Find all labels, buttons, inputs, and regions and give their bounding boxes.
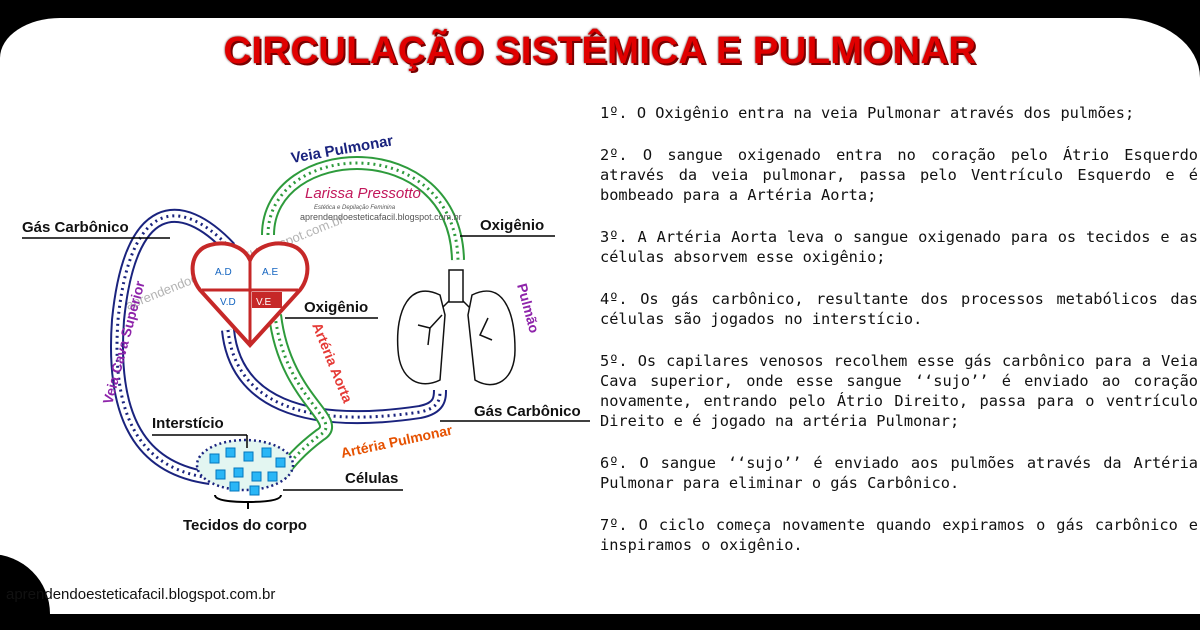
step-1: 1º. O Oxigênio entra na veia Pulmonar at… <box>600 103 1198 123</box>
step-5: 5º. Os capilares venosos recolhem esse g… <box>600 351 1198 431</box>
circulation-diagram: aprendendoesteticafacil.blogspot.com.br … <box>0 100 600 580</box>
tissues <box>197 440 293 509</box>
footer-url: aprendendoesteticafacil.blogspot.com.br <box>6 586 275 603</box>
label-gas-carbonico-bottom: Gás Carbônico <box>474 403 581 420</box>
step-3: 3º. A Artéria Aorta leva o sangue oxigen… <box>600 227 1198 267</box>
heart-label-ve: V.E <box>256 297 272 308</box>
page-title: CIRCULAÇÃO SISTÊMICA E PULMONAR <box>0 30 1200 73</box>
heart-label-ad: A.D <box>215 267 232 278</box>
label-tecidos-do-corpo: Tecidos do corpo <box>183 517 307 534</box>
label-gas-carbonico-top: Gás Carbônico <box>22 219 129 236</box>
svg-text:aprendendoesteticafacil.blogsp: aprendendoesteticafacil.blogspot.com.br <box>300 212 462 222</box>
svg-text:Estética e Depilação Feminina: Estética e Depilação Feminina <box>314 205 396 211</box>
label-oxigenio-top: Oxigênio <box>480 217 544 234</box>
step-4: 4º. Os gás carbônico, resultante dos pro… <box>600 289 1198 329</box>
svg-text:Larissa Pressotto: Larissa Pressotto <box>305 185 421 202</box>
heart-label-vd: V.D <box>220 297 236 308</box>
label-celulas: Células <box>345 470 398 487</box>
steps-list: 1º. O Oxigênio entra na veia Pulmonar at… <box>600 103 1198 577</box>
step-2: 2º. O sangue oxigenado entra no coração … <box>600 145 1198 205</box>
heart-label-ae: A.E <box>262 267 278 278</box>
lungs <box>398 270 515 385</box>
heart: A.D A.E V.D V.E <box>193 243 308 345</box>
label-arteria-pulmonar: Artéria Pulmonar <box>339 422 454 461</box>
label-oxigenio-mid: Oxigênio <box>304 299 368 316</box>
step-6: 6º. O sangue ‘‘sujo’’ é enviado aos pulm… <box>600 453 1198 493</box>
label-arteria-aorta: Artéria Aorta <box>309 320 356 405</box>
label-pulmao: Pulmão <box>514 282 543 335</box>
step-7: 7º. O ciclo começa novamente quando expi… <box>600 515 1198 555</box>
label-intersticio: Interstício <box>152 415 224 432</box>
